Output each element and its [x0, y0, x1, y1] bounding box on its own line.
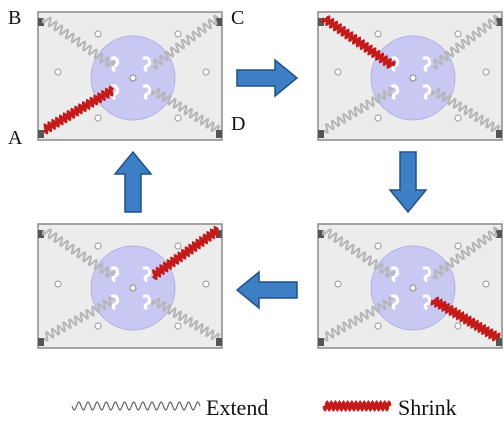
mount-hole	[202, 280, 210, 288]
spring-hook	[142, 266, 152, 283]
spring-extend	[322, 228, 395, 278]
clamp	[318, 130, 324, 138]
clamp	[496, 230, 502, 238]
spring-extend	[151, 297, 220, 341]
spring-hook	[142, 84, 152, 101]
center-pin	[129, 284, 137, 292]
spring-extend	[152, 14, 219, 70]
clamp	[38, 230, 44, 238]
legend-shrink-label: Shrink	[398, 395, 457, 420]
mount-hole	[174, 114, 182, 122]
spring-extend	[42, 228, 115, 278]
corner-label-c: C	[231, 7, 245, 29]
panel-bottom-right	[317, 223, 503, 349]
mount-hole	[454, 242, 462, 250]
mount-hole	[482, 280, 490, 288]
spring-shrink	[151, 225, 220, 281]
mount-hole	[454, 30, 462, 38]
corner-label-b: B	[8, 7, 22, 29]
clamp	[216, 130, 222, 138]
mount-hole	[202, 68, 210, 76]
arrow-down	[388, 151, 428, 214]
mount-hole	[334, 68, 342, 76]
spring-hook	[390, 266, 400, 283]
legend-extend-label: Extend	[206, 395, 269, 420]
mount-hole	[334, 280, 342, 288]
spring-hook	[422, 294, 432, 311]
mount-hole	[94, 322, 102, 330]
center-pin	[409, 74, 417, 82]
clamp	[38, 18, 44, 26]
spring-hook	[422, 266, 432, 283]
panel-top-right	[317, 11, 503, 141]
mount-hole	[482, 68, 490, 76]
clamp	[38, 130, 44, 138]
spring-hook	[110, 56, 120, 73]
mount-hole	[174, 242, 182, 250]
spring-hook	[390, 84, 400, 101]
clamp	[216, 338, 222, 346]
spring-extend	[431, 87, 500, 133]
clamp	[38, 338, 44, 346]
mount-hole	[374, 242, 382, 250]
spring-hook	[390, 294, 400, 311]
arrow-up	[113, 150, 153, 213]
clamp	[216, 230, 222, 238]
clamp	[318, 338, 324, 346]
mount-hole	[94, 30, 102, 38]
spring-extend	[323, 296, 394, 342]
clamp	[318, 230, 324, 238]
mount-hole	[174, 322, 182, 330]
mount-hole	[94, 242, 102, 250]
spring-shrink	[321, 15, 396, 69]
spring-hook	[422, 84, 432, 101]
spring-shrink	[42, 85, 115, 135]
mount-hole	[54, 280, 62, 288]
spring-hook	[390, 56, 400, 73]
mount-hole	[454, 114, 462, 122]
clamp	[496, 338, 502, 346]
spring-hook	[142, 56, 152, 73]
panel-bottom-left	[37, 223, 223, 349]
mount-hole	[54, 68, 62, 76]
spring-shrink	[430, 296, 501, 342]
mount-hole	[374, 322, 382, 330]
mount-hole	[174, 30, 182, 38]
spring-extend	[41, 16, 116, 68]
spring-extend	[43, 296, 114, 342]
spring-hook	[110, 294, 120, 311]
spring-extend	[151, 87, 220, 133]
spring-hook	[110, 266, 120, 283]
spring-extend	[432, 14, 499, 70]
arrow-right	[236, 58, 299, 98]
corner-label-a: A	[8, 127, 23, 149]
spring-extend	[432, 226, 499, 280]
panel-top-left	[37, 11, 223, 141]
center-pin	[129, 74, 137, 82]
legend-extend-swatch	[71, 401, 201, 411]
corner-label-d: D	[231, 113, 246, 135]
clamp	[496, 18, 502, 26]
center-pin	[409, 284, 417, 292]
mount-hole	[374, 30, 382, 38]
spring-hook	[422, 56, 432, 73]
mount-hole	[374, 114, 382, 122]
arrow-left	[235, 270, 298, 310]
clamp	[318, 18, 324, 26]
clamp	[216, 18, 222, 26]
spring-hook	[142, 294, 152, 311]
mount-hole	[94, 114, 102, 122]
legend-shrink-swatch	[322, 399, 392, 413]
clamp	[496, 130, 502, 138]
mount-hole	[454, 322, 462, 330]
spring-extend	[323, 86, 394, 134]
